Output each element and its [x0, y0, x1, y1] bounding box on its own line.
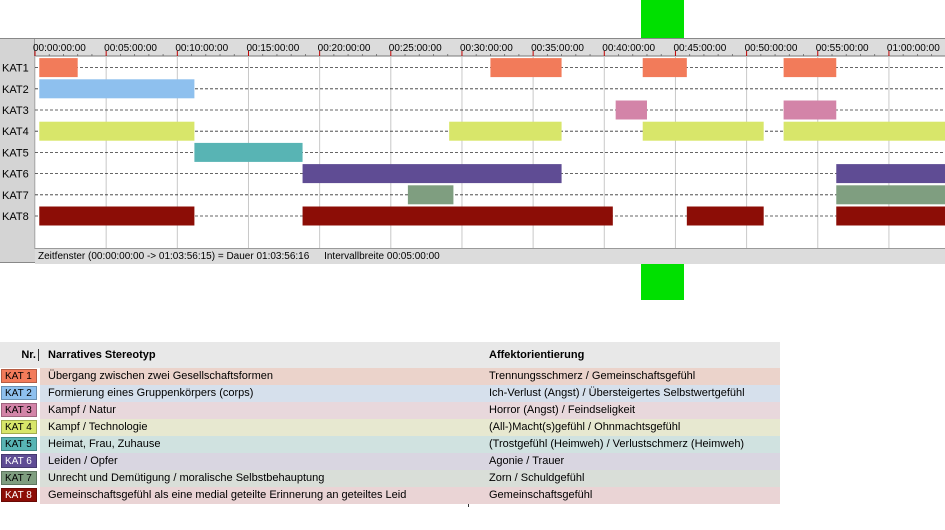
header-stereotyp: Narratives Stereotyp	[48, 349, 156, 361]
category-label: KAT3	[2, 105, 29, 117]
timeline-segment	[686, 206, 764, 226]
category-chip: KAT 1	[1, 369, 37, 383]
stereotyp-text: Gemeinschaftsgefühl als eine medial gete…	[48, 489, 407, 501]
category-label: KAT7	[2, 190, 29, 202]
category-chip: KAT 7	[1, 471, 37, 485]
timeline-segment	[39, 121, 195, 141]
timeline-segment	[449, 121, 562, 141]
tick-label: 00:30:00:00	[460, 43, 513, 54]
category-label: KAT5	[2, 147, 29, 159]
timeline-segment	[783, 58, 837, 78]
timeline-segment	[836, 206, 945, 226]
timeline-panel: 00:00:00:00 00:05:00:00 00:10:00:00 00:15:0…	[0, 38, 945, 264]
tick-label: 00:55:00:00	[816, 43, 869, 54]
stereotyp-text: Übergang zwischen zwei Gesellschaftsform…	[48, 370, 273, 382]
time-ruler	[35, 39, 945, 56]
affekt-text: Trennungsschmerz / Gemeinschaftsgefühl	[489, 370, 696, 382]
tick-label: 00:45:00:00	[673, 43, 726, 54]
playhead-marker-bottom[interactable]	[641, 263, 684, 300]
tick-label: 00:40:00:00	[602, 43, 655, 54]
header-affekt: Affektorientierung	[489, 349, 585, 361]
affekt-text: Gemeinschaftsgefühl	[489, 489, 593, 501]
legend-row: KAT 2 Formierung eines Gruppenkörpers (co…	[0, 385, 780, 402]
legend-row: KAT 1 Übergang zwischen zwei Gesellschaft…	[0, 368, 780, 385]
stereotyp-text: Kampf / Natur	[48, 404, 116, 416]
tick-label: 00:00:00:00	[33, 43, 86, 54]
affekt-text: Zorn / Schuldgefühl	[489, 472, 585, 484]
category-chip: KAT 6	[1, 454, 37, 468]
timeline-segment	[490, 58, 562, 78]
affekt-text: Ich-Verlust (Angst) / Übersteigertes Sel…	[489, 387, 745, 399]
legend-row: KAT 8 Gemeinschaftsgefühl als eine medial…	[0, 487, 780, 504]
category-label: KAT2	[2, 84, 29, 96]
affekt-text: (All-)Macht(s)gefühl / Ohnmachtsgefühl	[489, 421, 681, 433]
timeline-segment	[836, 164, 945, 184]
timeline-segment	[39, 79, 195, 99]
playhead-marker-top[interactable]	[641, 0, 684, 38]
stereotyp-text: Heimat, Frau, Zuhause	[48, 438, 161, 450]
stereotyp-text: Formierung eines Gruppenkörpers (corps)	[48, 387, 254, 399]
legend-row: KAT 7 Unrecht und Demütigung / moralische…	[0, 470, 780, 487]
timeline-segment	[302, 164, 562, 184]
tick-label: 00:10:00:00	[175, 43, 228, 54]
legend-row: KAT 4 Kampf / Technologie (All-)Macht(s)ge…	[0, 419, 780, 436]
timeline-chart: 00:00:00:00 00:05:00:00 00:10:00:00 00:15:0…	[0, 39, 945, 249]
category-label: KAT8	[2, 211, 29, 223]
affekt-text: Horror (Angst) / Feindseligkeit	[489, 404, 636, 416]
timeline-segment	[407, 185, 454, 205]
timeline-segment	[39, 58, 78, 78]
header-nr: Nr.	[21, 349, 36, 361]
legend-header-row: Nr. Narratives Stereotyp Affektorientier…	[0, 342, 780, 368]
time-window-text: Zeitfenster (00:00:00:00 -> 01:03:56:15)…	[38, 251, 310, 262]
category-chip: KAT 8	[1, 488, 37, 502]
legend-row: KAT 6 Leiden / Opfer Agonie / Trauer	[0, 453, 780, 470]
stereotyp-text: Unrecht und Demütigung / moralische Selb…	[48, 472, 325, 484]
category-chip: KAT 5	[1, 437, 37, 451]
legend-row: KAT 5 Heimat, Frau, Zuhause (Trostgefühl (…	[0, 436, 780, 453]
tick-label: 00:15:00:00	[246, 43, 299, 54]
category-chip: KAT 4	[1, 420, 37, 434]
category-chip: KAT 3	[1, 403, 37, 417]
tick-label: 00:05:00:00	[104, 43, 157, 54]
tick-label: 01:00:00:00	[887, 43, 940, 54]
category-label: KAT4	[2, 126, 29, 138]
legend-row: KAT 3 Kampf / Natur Horror (Angst) / Feind…	[0, 402, 780, 419]
interval-width-text: Intervallbreite 00:05:00:00	[324, 251, 440, 262]
category-label: KAT6	[2, 169, 29, 181]
timeline-segment	[642, 121, 764, 141]
tick-label: 00:35:00:00	[531, 43, 584, 54]
category-label: KAT1	[2, 63, 29, 75]
label-column	[0, 39, 35, 249]
category-chip: KAT 2	[1, 386, 37, 400]
tick-label: 00:20:00:00	[318, 43, 371, 54]
timeline-segment	[302, 206, 613, 226]
stereotyp-text: Kampf / Technologie	[48, 421, 148, 433]
legend-table: Nr. Narratives Stereotyp Affektorientier…	[0, 342, 780, 504]
timeline-segment	[615, 100, 647, 120]
timeline-segment	[39, 206, 195, 226]
affekt-text: Agonie / Trauer	[489, 455, 565, 467]
timeline-segment	[783, 121, 945, 141]
tick-label: 00:50:00:00	[745, 43, 798, 54]
timeline-segment	[194, 142, 303, 162]
timeline-segment	[783, 100, 837, 120]
affekt-text: (Trostgefühl (Heimweh) / Verlustschmerz …	[489, 438, 745, 450]
tick-label: 00:25:00:00	[389, 43, 442, 54]
timeline-segment	[836, 185, 945, 205]
stereotyp-text: Leiden / Opfer	[48, 455, 118, 467]
timeline-segment	[642, 58, 687, 78]
header-separator	[38, 349, 39, 361]
status-bar: Zeitfenster (00:00:00:00 -> 01:03:56:15)…	[35, 248, 945, 264]
